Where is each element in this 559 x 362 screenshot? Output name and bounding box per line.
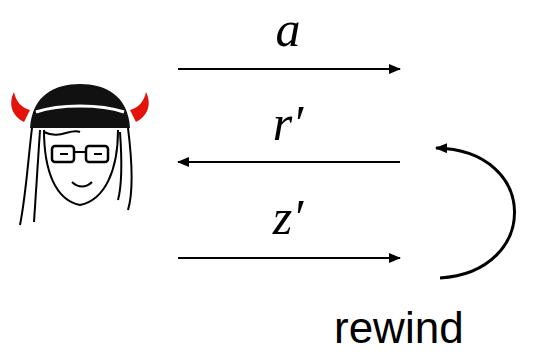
rewind-arrow	[436, 148, 515, 278]
message-arrow	[178, 68, 400, 70]
message-label: a	[276, 4, 301, 54]
rewind-label: rewind	[334, 306, 464, 350]
adversary-figure	[11, 84, 149, 225]
message-arrow	[178, 161, 400, 163]
message-label: r′	[273, 98, 303, 148]
message-label: z′	[273, 192, 303, 242]
message-arrow	[178, 257, 400, 259]
